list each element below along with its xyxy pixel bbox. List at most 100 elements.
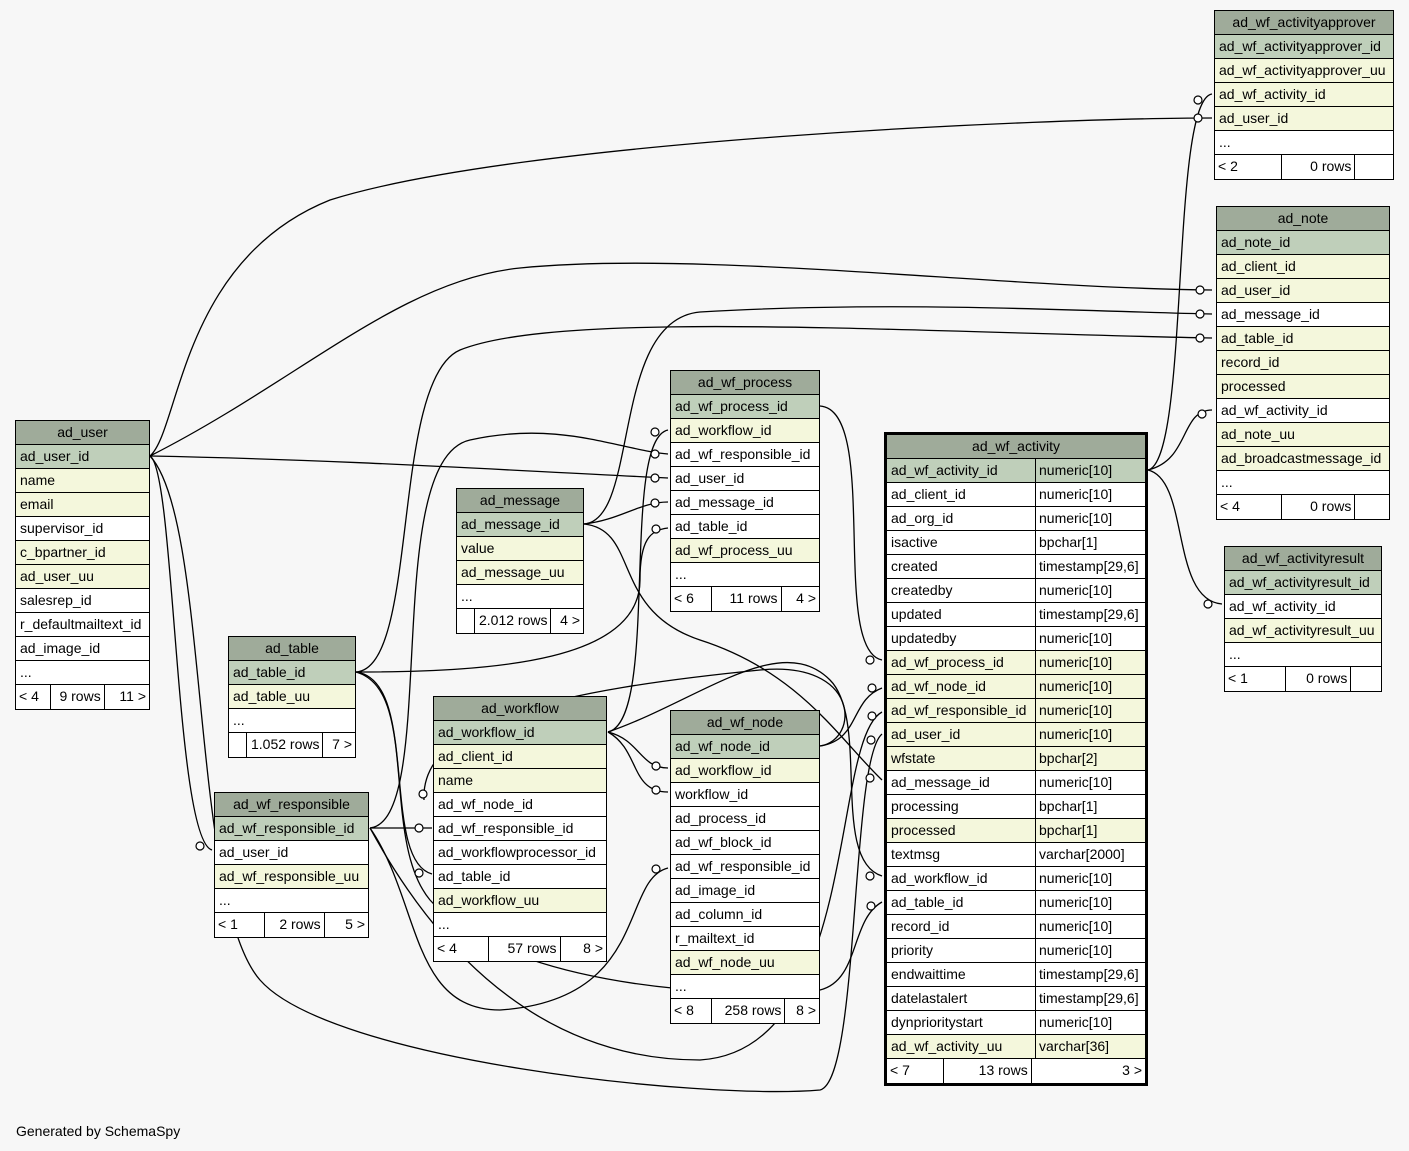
children-count[interactable]: 4 >: [560, 612, 580, 628]
column-row[interactable]: ad_column_id: [671, 903, 819, 927]
column-row[interactable]: ad_table_id: [671, 515, 819, 539]
column-row[interactable]: ad_workflow_id: [671, 419, 819, 443]
column-row[interactable]: record_id: [1217, 351, 1389, 375]
children-count[interactable]: [1351, 667, 1381, 691]
children-count[interactable]: [1355, 155, 1393, 179]
column-row[interactable]: r_defaultmailtext_id: [16, 613, 149, 637]
column-row[interactable]: ad_client_id: [1217, 255, 1389, 279]
column-row[interactable]: ad_message_id: [457, 513, 583, 537]
children-count[interactable]: 8 >: [796, 1002, 816, 1018]
column-row[interactable]: ad_wf_activityapprover_uu: [1215, 59, 1393, 83]
column-row[interactable]: ...: [1215, 131, 1393, 155]
column-row[interactable]: ad_wf_node_id: [434, 793, 606, 817]
children-count[interactable]: 8 >: [583, 940, 603, 956]
children-count[interactable]: 4 >: [796, 590, 816, 606]
column-row[interactable]: ad_wf_activity_id: [1215, 83, 1393, 107]
column-row[interactable]: ad_wf_process_uu: [671, 539, 819, 563]
column-row[interactable]: ad_table_uu: [229, 685, 355, 709]
column-row[interactable]: r_mailtext_id: [671, 927, 819, 951]
column-row[interactable]: ad_user_id: [1217, 279, 1389, 303]
column-row[interactable]: ad_wf_activityresult_id: [1225, 571, 1381, 595]
children-count[interactable]: [1355, 495, 1389, 519]
column-row[interactable]: ad_message_id: [1217, 303, 1389, 327]
column-row[interactable]: value: [457, 537, 583, 561]
children-count[interactable]: 11 >: [119, 688, 147, 704]
parents-count[interactable]: < 8: [671, 999, 713, 1023]
column-row[interactable]: ad_workflow_id: [671, 759, 819, 783]
column-row[interactable]: ...: [215, 889, 368, 913]
column-row[interactable]: ...: [1217, 471, 1389, 495]
children-count[interactable]: 3 >: [1122, 1062, 1142, 1078]
column-row[interactable]: name: [16, 469, 149, 493]
column-row[interactable]: ad_wf_responsible_id: [434, 817, 606, 841]
column-row[interactable]: ad_user_id: [215, 841, 368, 865]
parents-count[interactable]: < 1: [215, 913, 266, 937]
column-row[interactable]: ad_note_uu: [1217, 423, 1389, 447]
column-row[interactable]: ad_message_uu: [457, 561, 583, 585]
column-row[interactable]: name: [434, 769, 606, 793]
column-row[interactable]: ad_user_id: [671, 467, 819, 491]
parents-count[interactable]: < 4: [16, 685, 51, 709]
column-row[interactable]: processed: [1217, 375, 1389, 399]
parents-count[interactable]: < 2: [1215, 155, 1283, 179]
column-row[interactable]: ad_wf_node_uu: [671, 951, 819, 975]
column-row[interactable]: ad_client_id: [434, 745, 606, 769]
parents-count[interactable]: [229, 733, 247, 757]
children-count[interactable]: 5 >: [345, 916, 365, 932]
parents-count[interactable]: < 6: [671, 587, 713, 611]
column-row[interactable]: ad_wf_responsible_uu: [215, 865, 368, 889]
column-row[interactable]: ad_workflow_uu: [434, 889, 606, 913]
column-row[interactable]: ad_wf_responsible_id: [215, 817, 368, 841]
column-row[interactable]: ad_user_id: [16, 445, 149, 469]
column-row[interactable]: email: [16, 493, 149, 517]
parents-count[interactable]: < 7: [887, 1059, 944, 1083]
column-row[interactable]: ad_broadcastmessage_id: [1217, 447, 1389, 471]
parents-count[interactable]: [457, 609, 475, 633]
column-row[interactable]: ...: [434, 913, 606, 937]
column-row[interactable]: ad_table_id: [434, 865, 606, 889]
parents-count[interactable]: < 1: [1225, 667, 1287, 691]
column-row[interactable]: ad_wf_node_id: [671, 735, 819, 759]
column-row[interactable]: ad_user_id: [1215, 107, 1393, 131]
column-row[interactable]: ...: [16, 661, 149, 685]
column-row[interactable]: ...: [671, 563, 819, 587]
column-row[interactable]: ad_wf_responsible_id: [671, 855, 819, 879]
column-row[interactable]: workflow_id: [671, 783, 819, 807]
column-row[interactable]: ad_image_id: [671, 879, 819, 903]
column-row[interactable]: ad_wf_block_id: [671, 831, 819, 855]
column-row[interactable]: ad_image_id: [16, 637, 149, 661]
column-row[interactable]: supervisor_id: [16, 517, 149, 541]
column-row[interactable]: ad_workflowprocessor_id: [434, 841, 606, 865]
